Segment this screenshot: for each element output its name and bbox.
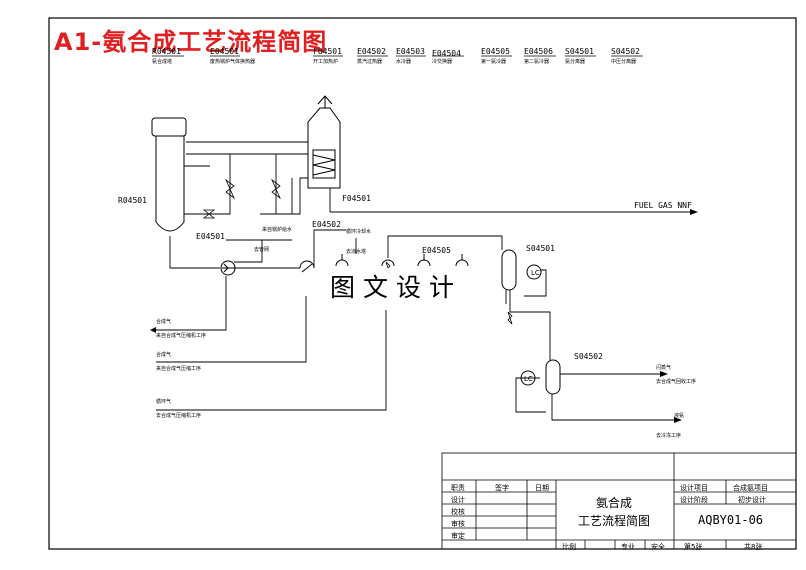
stream-label-cooling-water-out: 去凉水塔 <box>346 249 367 255</box>
stream-label-purge-gas-dest: 来自合成气压缩机工序 <box>156 333 207 339</box>
title-block <box>441 452 797 550</box>
stream-label-cooling-water-in: 循环冷却水 <box>346 229 372 235</box>
equipment-label-f04501: F04501 <box>342 194 371 203</box>
exchanger-e04501 <box>220 260 236 276</box>
tb-total-label: 共8张 <box>744 543 763 551</box>
stream-label-fresh-gas: 合成气 <box>156 352 172 358</box>
stream-label-liquid-ammonia-dest: 去冷冻工序 <box>656 433 682 439</box>
equipment-label-s04501: S04501 <box>526 244 555 253</box>
header-tag-id: E04506 <box>524 47 553 56</box>
tb-drawing-name-line1: 氨合成 <box>596 496 633 510</box>
header-tag-desc: 氨合成塔 <box>152 59 173 65</box>
separator-s04502: LC <box>520 359 561 395</box>
stream-label-fuel-gas: FUEL GAS NNF <box>634 201 692 210</box>
equipment-label-e04501: E04501 <box>196 232 225 241</box>
header-tag-desc: 冷交换器 <box>432 59 453 65</box>
stream-label-boiler-water: 来自锅炉给水 <box>262 227 293 233</box>
stream-label-flash-gas-dest: 去合成气回收工序 <box>656 379 697 385</box>
header-tag-id: R04501 <box>152 47 181 56</box>
header-tag-id: E04501 <box>210 47 239 56</box>
svg-text:LC: LC <box>531 269 540 277</box>
tb-role: 审定 <box>451 532 465 540</box>
header-tag-desc: 氨分离器 <box>565 59 586 65</box>
tb-sign-header: 签字 <box>495 484 509 492</box>
coolers-series <box>299 254 469 273</box>
drawing-border <box>48 17 797 550</box>
tb-date-header: 日期 <box>535 484 549 492</box>
equipment-label-e04505: E04505 <box>422 246 451 255</box>
tb-major-value: 安全 <box>651 543 665 551</box>
watermark-text: 图文设计 <box>326 268 467 304</box>
tb-role: 设计 <box>451 496 465 504</box>
tb-role: 职责 <box>451 484 465 492</box>
header-tag-id: E04504 <box>432 49 461 58</box>
tb-major-label: 专业 <box>621 543 635 551</box>
header-tag-desc: 第二氨冷器 <box>524 59 550 65</box>
flow-arrows <box>150 209 698 423</box>
header-tag-desc: 水冷器 <box>396 59 412 65</box>
tb-sheet-label: 第5张 <box>684 543 703 551</box>
header-tag-desc: 蒸汽过热器 <box>357 59 383 65</box>
main-piping <box>156 141 690 421</box>
stream-label-fresh-gas-src: 来自合成气压缩工序 <box>156 366 202 372</box>
tb-scale-label: 比例 <box>562 543 576 551</box>
stream-label-purge-gas: 合成气 <box>156 319 172 325</box>
header-tag-desc: 中压分离器 <box>611 59 637 65</box>
tb-drawing-number: AQBY01-06 <box>698 513 764 527</box>
tb-stage-label: 设计阶段 <box>680 496 708 504</box>
tb-project-label: 设计项目 <box>680 484 708 492</box>
equipment-label-s04502: S04502 <box>574 352 603 361</box>
tb-role: 校核 <box>451 508 465 516</box>
synthesis-tower-r04501 <box>151 117 187 232</box>
header-tag-id: E04503 <box>396 47 425 56</box>
equipment-label-r04501: R04501 <box>118 196 147 205</box>
stream-label-recycle-gas: 循环气 <box>156 399 172 405</box>
svg-text:LC: LC <box>524 375 533 383</box>
header-tag-id: S04501 <box>565 47 594 56</box>
header-tag-id: F04501 <box>313 47 342 56</box>
heating-furnace-f04501 <box>307 95 341 189</box>
header-tag-desc: 废热锅炉气体换热器 <box>210 59 256 65</box>
tb-project-value: 合成氨项目 <box>733 484 768 492</box>
stream-label-flash-gas: 闪蒸气 <box>656 365 672 371</box>
tb-stage-value: 初步设计 <box>738 496 766 504</box>
header-tag-id: S04502 <box>611 47 640 56</box>
diagram-title: A1-氨合成工艺流程简图 <box>54 28 328 56</box>
header-tag-id: E04502 <box>357 47 386 56</box>
stream-label-liquid-ammonia: 液氨 <box>674 413 685 419</box>
header-tag-desc: 第一氨冷器 <box>481 59 507 65</box>
stream-label-to-steam: 去管网 <box>254 247 270 253</box>
equipment-label-e04502: E04502 <box>312 220 341 229</box>
tb-drawing-name-line2: 工艺流程简图 <box>578 514 651 528</box>
header-tag-desc: 开工加热炉 <box>313 59 339 65</box>
tb-role: 审核 <box>451 520 465 528</box>
header-tag-id: E04505 <box>481 47 510 56</box>
stream-label-recycle-gas-dest: 去合成气压缩机工序 <box>156 413 202 419</box>
separator-s04501: LC <box>501 249 542 291</box>
